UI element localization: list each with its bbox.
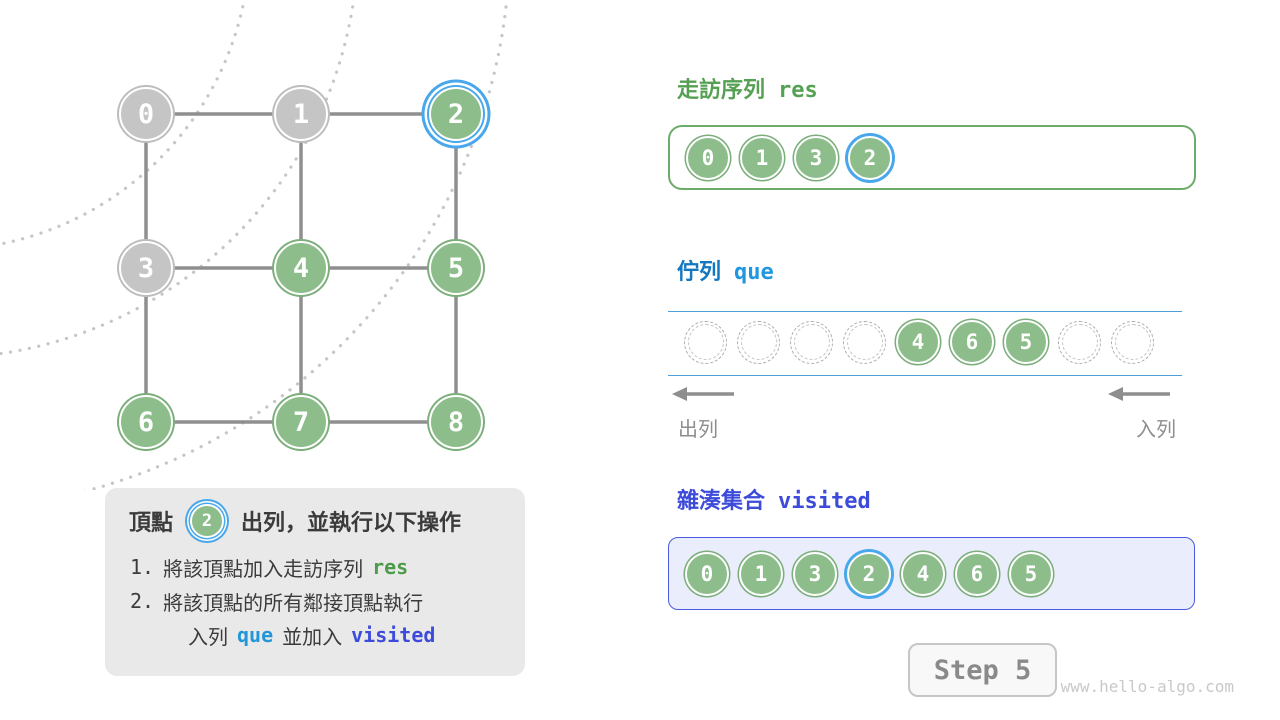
res-sequence-box: 0 1 3 2 (668, 125, 1196, 190)
operation-title-suffix: 出列，並執行以下操作 (241, 511, 462, 536)
graph-node-4: 4 (274, 241, 328, 295)
bfs-arc-2 (0, 0, 356, 356)
dequeue-label: 出列 (678, 417, 718, 441)
queue-cell-5: 6 (950, 320, 994, 364)
queue-title-code: que (734, 260, 774, 285)
operation-info-box: 頂點 2 出列，並執行以下操作 1. 將該頂點加入走訪序列 res 2. 將該頂… (105, 488, 525, 676)
queue-top-line (668, 311, 1182, 312)
graph-node-6: 6 (119, 395, 173, 449)
graph-node-8: 8 (429, 395, 483, 449)
queue-cell-8 (1111, 320, 1154, 364)
visited-item-4: 4 (901, 551, 945, 596)
watermark: www.hello-algo.com (1060, 677, 1234, 696)
operation-step-1: 1. 將該頂點加入走訪序列 res (130, 550, 525, 584)
visited-item-1: 1 (739, 551, 783, 596)
queue-cell-3 (843, 320, 886, 364)
res-title-code: res (778, 78, 818, 103)
operation-step-2-cont: 入列 que 並加入 visited (188, 618, 525, 652)
queue-bottom-line (668, 375, 1182, 376)
visited-item-6: 5 (1009, 551, 1053, 596)
queue-cell-7 (1058, 320, 1101, 364)
operation-step-2: 2. 將該頂點的所有鄰接頂點執行 (130, 584, 525, 618)
visited-item-0: 0 (685, 551, 729, 596)
res-code-inline: res (372, 555, 409, 579)
res-item-0: 0 (686, 135, 730, 180)
step-2-cont-text-2: 並加入 (282, 624, 343, 649)
visited-code-inline: visited (351, 623, 436, 647)
queue-cell-2 (790, 320, 833, 364)
operation-title: 頂點 2 出列，並執行以下操作 (129, 504, 525, 538)
res-item-3-current: 2 (848, 135, 892, 180)
visited-item-5: 6 (955, 551, 999, 596)
visited-item-2: 3 (793, 551, 837, 596)
graph-node-2: 2 (429, 87, 483, 141)
visited-set-box: 0 1 3 2 4 6 5 (668, 537, 1195, 610)
visited-item-3-current: 2 (847, 551, 891, 596)
res-item-1: 1 (740, 135, 784, 180)
graph-node-3: 3 (119, 241, 173, 295)
queue-cell-1 (737, 320, 780, 364)
visited-panel-title: 雜湊集合 visited (677, 483, 871, 515)
graph-node-1: 1 (274, 87, 328, 141)
visited-title-code: visited (778, 489, 871, 514)
graph-node-0: 0 (119, 87, 173, 141)
queue-cells: 4 6 5 (668, 320, 1198, 364)
queue-cell-4: 4 (896, 320, 940, 364)
res-title-zh: 走訪序列 (677, 78, 766, 103)
step-2-cont-text-1: 入列 (188, 624, 228, 649)
visited-title-zh: 雜湊集合 (677, 489, 766, 514)
step-1-number: 1. (130, 555, 155, 579)
graph-node-5: 5 (429, 241, 483, 295)
enqueue-label: 入列 (1136, 417, 1176, 441)
operation-title-prefix: 頂點 (129, 511, 174, 536)
step-2-number: 2. (130, 589, 155, 613)
queue-cell-6: 5 (1004, 320, 1048, 364)
queue-cell-0 (684, 320, 727, 364)
step-indicator-button[interactable]: Step 5 (908, 643, 1057, 697)
step-2-text: 將該頂點的所有鄰接頂點執行 (163, 590, 424, 615)
res-panel-title: 走訪序列 res (677, 72, 818, 104)
current-node-badge: 2 (190, 504, 225, 538)
res-item-2: 3 (794, 135, 838, 180)
queue-title-zh: 佇列 (677, 260, 722, 285)
dequeue-arrow-icon (672, 387, 734, 401)
queue-panel-title: 佇列 que (677, 254, 774, 286)
graph-node-7: 7 (274, 395, 328, 449)
enqueue-arrow-icon (1108, 387, 1170, 401)
step-1-text: 將該頂點加入走訪序列 (163, 556, 364, 581)
que-code-inline: que (237, 623, 274, 647)
